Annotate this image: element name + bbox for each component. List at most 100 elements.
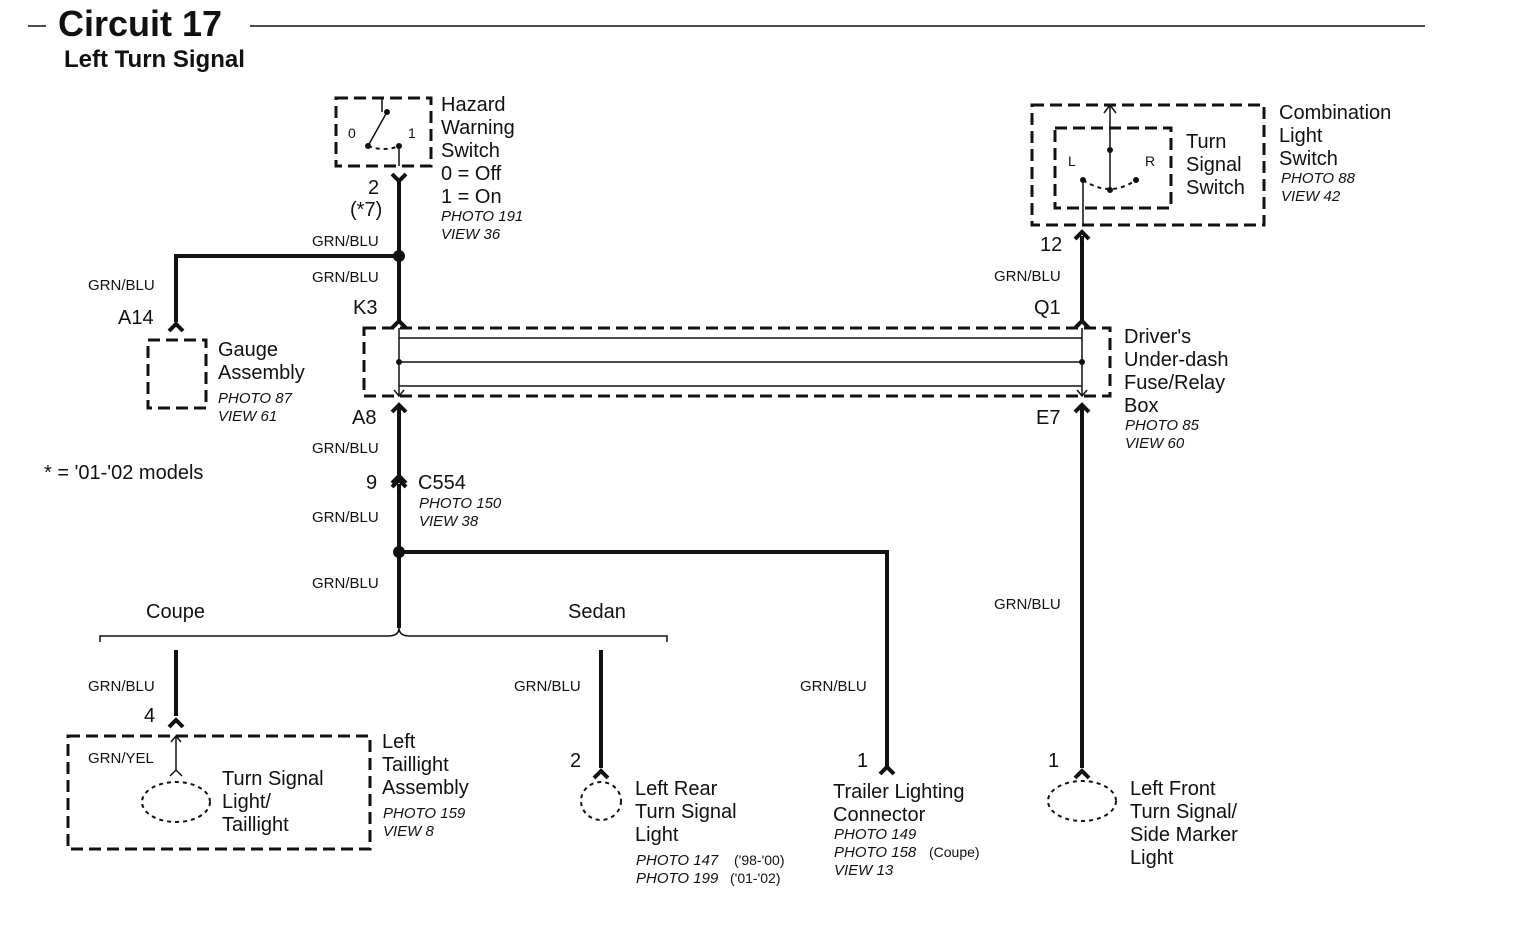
combo-label-3: Switch xyxy=(1279,148,1338,170)
fusebox-label-2: Under-dash xyxy=(1124,349,1229,371)
wire-label-5: GRN/BLU xyxy=(312,440,379,457)
wire-label-4: GRN/BLU xyxy=(994,268,1061,285)
taillight-bulb-arrow xyxy=(169,768,183,777)
c554-view-ref: VIEW 38 xyxy=(419,513,479,530)
trailer-photo-ref-1: PHOTO 149 xyxy=(834,826,917,843)
rear-light-connector xyxy=(592,768,610,780)
fuse-relay-box: Driver's Under-dash Fuse/Relay Box PHOTO… xyxy=(362,318,1229,452)
gauge-label-2: Assembly xyxy=(218,362,305,384)
hazard-link xyxy=(367,145,400,150)
taillight-photo-ref: PHOTO 159 xyxy=(383,805,466,822)
hazard-state-on: 1 = On xyxy=(441,186,502,208)
rear-label-2: Turn Signal xyxy=(635,801,737,823)
rear-photo-ref-1: PHOTO 147 xyxy=(636,852,719,869)
wire-label-8: GRN/BLU xyxy=(800,678,867,695)
gauge-box xyxy=(146,338,208,410)
taillight-inner-wire: GRN/YEL xyxy=(88,750,154,767)
taillight-bulb-icon xyxy=(141,781,211,823)
rear-photo-note-2: ('01-'02) xyxy=(730,870,780,886)
left-taillight-assembly: GRN/YEL Turn Signal Light/ Taillight Lef… xyxy=(66,731,469,851)
wire-label-9: GRN/BLU xyxy=(88,678,155,695)
taillight-inner-label-3: Taillight xyxy=(222,814,289,836)
left-rear-turn-signal-light: Left Rear Turn Signal Light PHOTO 147 ('… xyxy=(580,778,784,887)
hazard-warning-switch: 0 1 Hazard Warning Switch 0 = Off 1 = On… xyxy=(334,94,523,243)
hazard-pin-alt: (*7) xyxy=(350,199,382,221)
trailer-lighting-connector: 1 Trailer Lighting Connector PHOTO 149 P… xyxy=(833,750,980,879)
wire-to-trailer xyxy=(399,550,889,768)
front-bulb-icon xyxy=(1047,780,1117,822)
front-light-connector xyxy=(1073,768,1091,780)
k3-connector xyxy=(390,318,408,330)
trailer-pin: 1 xyxy=(857,750,868,772)
taillight-connector xyxy=(167,717,185,729)
a8-arrow xyxy=(393,389,405,398)
c554-female xyxy=(390,477,408,489)
front-label-3: Side Marker xyxy=(1130,824,1238,846)
turn-switch-label-3: Switch xyxy=(1186,177,1245,199)
trailer-view-ref: VIEW 13 xyxy=(834,862,894,879)
combination-switch-box xyxy=(1030,103,1266,227)
a8-connector xyxy=(390,402,408,414)
combo-label-1: Combination xyxy=(1279,102,1391,124)
trailer-connector-icon xyxy=(878,764,896,776)
combo-photo-ref: PHOTO 88 xyxy=(1281,170,1356,187)
taillight-label-2: Taillight xyxy=(382,754,449,776)
e7-connector xyxy=(1073,402,1091,414)
c554-pin: 9 xyxy=(366,472,377,494)
diagram-subtitle: Left Turn Signal xyxy=(64,46,245,73)
combo-connector xyxy=(1073,229,1091,241)
turn-switch-label-2: Signal xyxy=(1186,154,1242,176)
taillight-label-3: Assembly xyxy=(382,777,469,799)
hazard-label-1: Hazard xyxy=(441,94,505,116)
taillight-inner-label-2: Light/ xyxy=(222,791,271,813)
wire-label-2: GRN/BLU xyxy=(312,269,379,286)
combo-pos-r: R xyxy=(1145,153,1155,169)
rear-label-3: Light xyxy=(635,824,679,846)
trailer-label-2: Connector xyxy=(833,804,926,826)
trailer-label-1: Trailer Lighting xyxy=(833,781,965,803)
hazard-photo-ref: PHOTO 191 xyxy=(441,208,523,225)
rear-photo-note-1: ('98-'00) xyxy=(734,852,784,868)
hazard-pos-0: 0 xyxy=(348,125,356,141)
fusebox-pin-k3: K3 xyxy=(353,297,377,319)
connector-c554: 9 C554 PHOTO 150 VIEW 38 xyxy=(366,472,502,530)
hazard-label-3: Switch xyxy=(441,140,500,162)
taillight-label-1: Left xyxy=(382,731,416,753)
taillight-box xyxy=(66,734,372,851)
branch-sedan: Sedan xyxy=(568,601,626,623)
taillight-pin: 4 xyxy=(144,705,155,727)
hazard-switch-box xyxy=(334,96,433,168)
hazard-view-ref: VIEW 36 xyxy=(441,226,501,243)
rear-bulb-icon xyxy=(580,781,622,821)
c554-photo-ref: PHOTO 150 xyxy=(419,495,502,512)
gauge-pin: A14 xyxy=(118,307,154,329)
combo-pivot xyxy=(1107,187,1113,193)
wire-label-7: GRN/BLU xyxy=(312,575,379,592)
taillight-inner-label-1: Turn Signal xyxy=(222,768,324,790)
fusebox-photo-ref: PHOTO 85 xyxy=(1125,417,1200,434)
front-light-pin: 1 xyxy=(1048,750,1059,772)
gauge-view-ref: VIEW 61 xyxy=(218,408,277,425)
hazard-switch-blade xyxy=(367,111,388,147)
e7-arrow xyxy=(1076,389,1088,398)
fusebox-pin-q1: Q1 xyxy=(1034,297,1061,319)
hazard-label-2: Warning xyxy=(441,117,515,139)
c554-male xyxy=(390,473,408,485)
gauge-photo-ref: PHOTO 87 xyxy=(218,390,293,407)
combo-pin: 12 xyxy=(1040,234,1062,256)
trailer-photo-note-2: (Coupe) xyxy=(929,844,980,860)
branch-coupe: Coupe xyxy=(146,601,205,623)
fusebox-label-4: Box xyxy=(1124,395,1158,417)
wire-to-gauge xyxy=(174,254,399,322)
wire-label-3: GRN/BLU xyxy=(88,277,155,294)
combo-arc xyxy=(1082,179,1137,190)
c554-label: C554 xyxy=(418,472,466,494)
combo-top-arrow xyxy=(1103,103,1117,114)
wire-label-11: GRN/BLU xyxy=(994,596,1061,613)
coupe-sedan-bracket xyxy=(99,627,668,642)
rear-light-pin: 2 xyxy=(570,750,581,772)
front-label-1: Left Front xyxy=(1130,778,1216,800)
hazard-pin: 2 xyxy=(368,177,379,199)
q1-connector xyxy=(1073,318,1091,330)
taillight-view-ref: VIEW 8 xyxy=(383,823,435,840)
